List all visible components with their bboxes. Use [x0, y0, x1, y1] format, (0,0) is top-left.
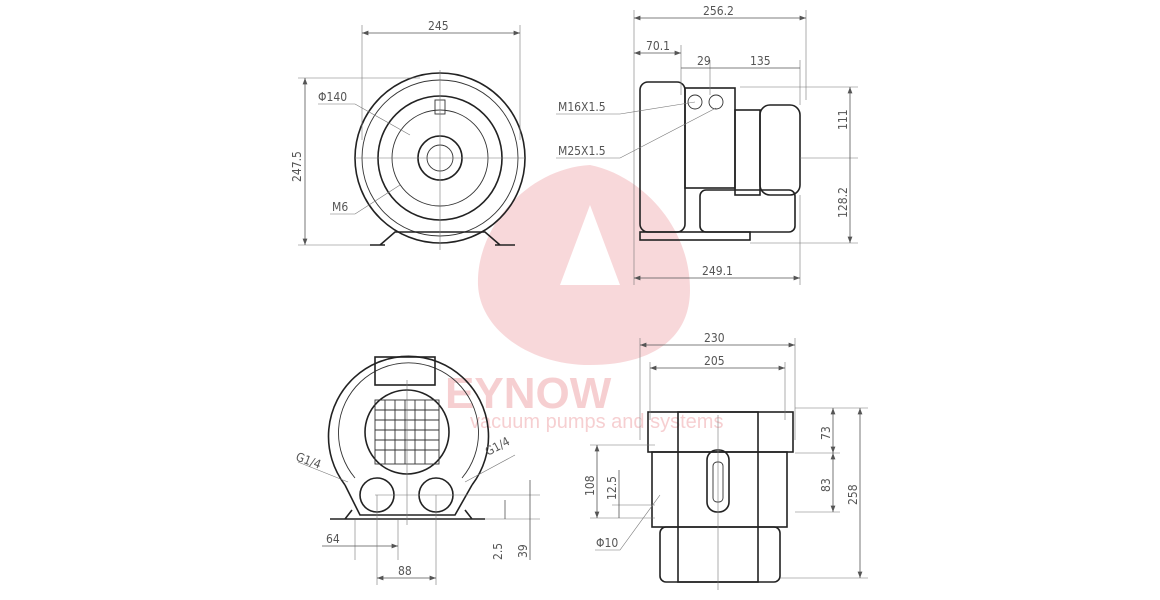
- dim-height-upper-label: 111: [836, 109, 850, 130]
- dim-12-5-label: 12.5: [605, 476, 619, 500]
- thread-2-label: M25X1.5: [558, 144, 606, 158]
- watermark-tagline: vacuum pumps and systems: [470, 411, 723, 433]
- thread-1-label: M16X1.5: [558, 100, 606, 114]
- dim-overall-top-label: 256.2: [703, 4, 734, 18]
- port-left-label: G1/4: [294, 450, 323, 472]
- dim-83-label: 83: [819, 478, 833, 492]
- dim-258-label: 258: [846, 484, 860, 505]
- dim-width-label: 245: [428, 19, 449, 33]
- dim-108-label: 108: [583, 475, 597, 496]
- side-view: 256.2 70.1 29 135 M16X1.5 M25X1.5 111 12…: [556, 4, 858, 285]
- dim-height-lower-label: 128.2: [836, 187, 850, 218]
- diameter-label: Φ140: [318, 90, 347, 104]
- hole-diameter-label: Φ10: [596, 536, 618, 550]
- watermark-logo: EYNOW vacuum pumps and systems: [445, 165, 723, 433]
- dim-64-label: 64: [326, 532, 340, 546]
- dim-88-label: 88: [398, 564, 412, 578]
- dim-73-label: 73: [819, 426, 833, 440]
- dim-spacing-b-label: 135: [750, 54, 771, 68]
- dim-width-inner-label: 205: [704, 354, 725, 368]
- port-right-label: G1/4: [483, 434, 512, 459]
- dim-spacing-a-label: 29: [697, 54, 711, 68]
- bottom-side-view: 230 205 73 83 258 108 12.5 Φ10: [583, 331, 868, 590]
- dim-height-label: 247.5: [290, 151, 304, 182]
- dim-width-outer-label: 230: [704, 331, 725, 345]
- dim-offset-label: 70.1: [646, 39, 670, 53]
- watermark-brand: EYNOW: [445, 369, 612, 418]
- dim-39-label: 39: [516, 544, 530, 558]
- dim-overall-bottom-label: 249.1: [702, 264, 733, 278]
- front-view: 245 247.5 Φ140 M6: [290, 19, 526, 250]
- dim-2-5-label: 2.5: [491, 543, 505, 560]
- bolt-label: M6: [332, 200, 348, 214]
